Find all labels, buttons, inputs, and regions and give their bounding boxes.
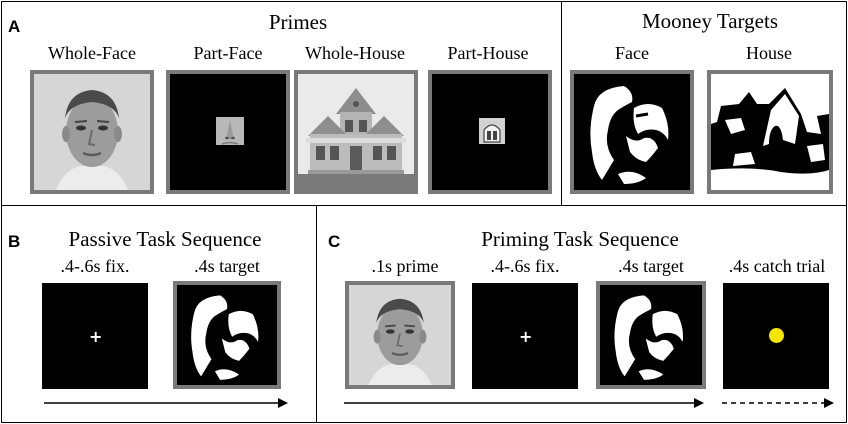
passive-step-fixation-label: .4-.6s fix. <box>60 256 130 276</box>
priming-time-arrow <box>344 398 704 408</box>
divider-primes-targets <box>561 1 562 205</box>
caption-part-face: Part-Face <box>193 43 263 63</box>
mooney-title: Mooney Targets <box>642 9 778 33</box>
catch-trial-screen <box>723 283 829 389</box>
caption-target-house: House <box>746 43 792 63</box>
priming-step-target-label: .4s target <box>618 256 684 276</box>
panel-label-a: A <box>8 17 21 36</box>
primes-title: Primes <box>268 10 328 34</box>
priming-step-catch-label: .4s catch trial <box>728 256 826 276</box>
passive-fixation-screen: + <box>42 283 148 389</box>
part-face-prime-image <box>166 70 290 194</box>
panel-label-b: B <box>8 232 21 251</box>
priming-task-title: Priming Task Sequence <box>481 227 679 251</box>
caption-whole-house: Whole-House <box>305 43 405 63</box>
panel-label-c: C <box>328 232 341 251</box>
caption-target-face: Face <box>615 43 649 63</box>
passive-target-mooney-face <box>173 281 281 389</box>
passive-step-target-label: .4s target <box>194 256 260 276</box>
passive-task-title: Passive Task Sequence <box>68 227 262 251</box>
catch-trial-dot <box>769 328 784 343</box>
priming-target-mooney-face <box>596 281 706 389</box>
whole-house-prime-image <box>294 70 418 194</box>
passive-time-arrow <box>44 398 288 408</box>
priming-step-prime-label: .1s prime <box>371 256 439 276</box>
catch-trial-dashed-arrow <box>722 398 834 408</box>
whole-face-prime-image <box>30 70 154 194</box>
fixation-cross: + <box>519 327 533 346</box>
part-house-prime-image <box>428 70 552 194</box>
mooney-face-target-image <box>570 70 694 194</box>
fixation-cross: + <box>89 327 103 346</box>
priming-prime-whole-face <box>345 281 455 389</box>
priming-step-fixation-label: .4-.6s fix. <box>490 256 560 276</box>
priming-fixation-screen: + <box>472 283 578 389</box>
mooney-house-target-image <box>707 70 833 194</box>
divider-passive-priming <box>316 205 317 422</box>
divider-horizontal <box>1 205 846 206</box>
caption-whole-face: Whole-Face <box>48 43 136 63</box>
caption-part-house: Part-House <box>447 43 529 63</box>
